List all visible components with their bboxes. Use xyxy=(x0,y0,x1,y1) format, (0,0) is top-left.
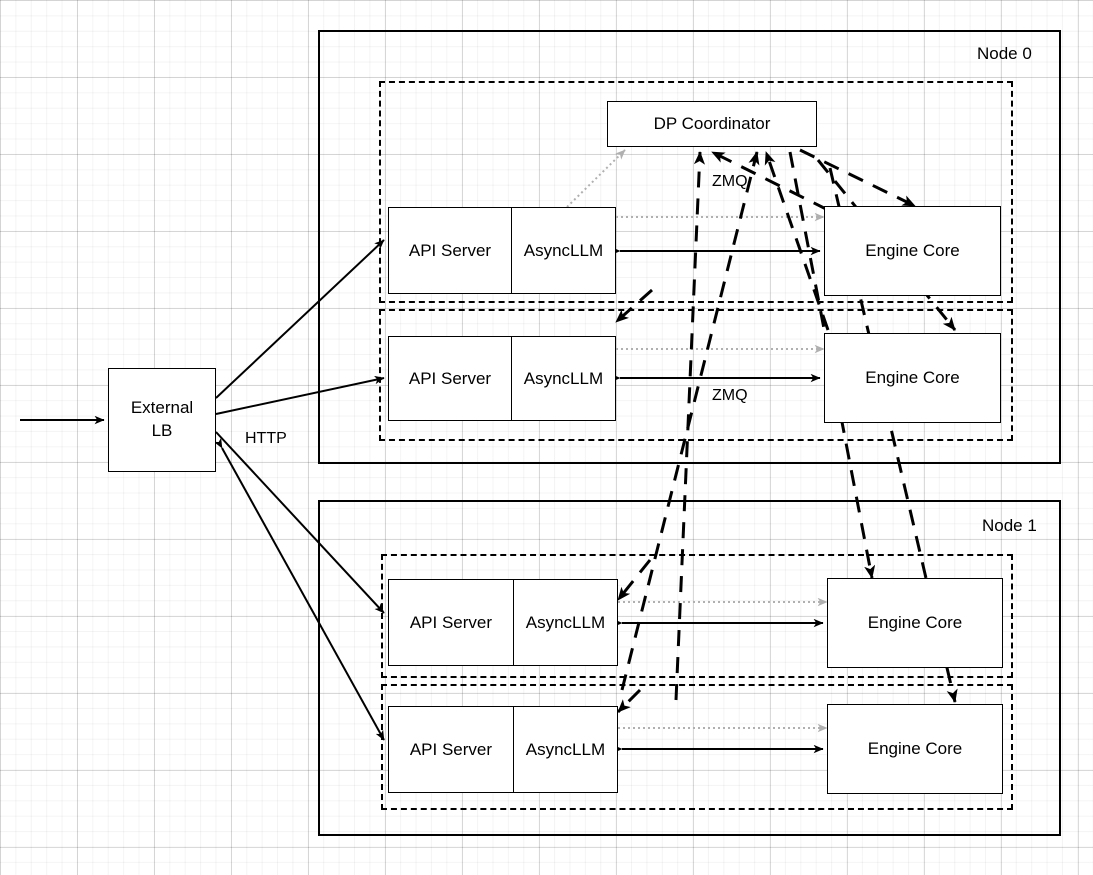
node-0-container xyxy=(318,30,1061,464)
node-1-replica-0-group xyxy=(381,554,1013,678)
engine-core-box-n0r1[interactable]: Engine Core xyxy=(824,333,1001,423)
async-llm-label-n1r0: AsyncLLM xyxy=(525,612,606,632)
api-server-unit-n1r0[interactable]: API Server AsyncLLM xyxy=(388,579,618,666)
node-0-replica-0-group xyxy=(379,81,1013,303)
engine-core-label-n0r1: Engine Core xyxy=(865,368,960,387)
api-server-unit-n0r1[interactable]: API Server AsyncLLM xyxy=(388,336,616,421)
async-llm-label-n1r1: AsyncLLM xyxy=(525,739,606,759)
api-server-label-n1r1: API Server xyxy=(389,707,514,792)
dp-coordinator-box[interactable]: DP Coordinator xyxy=(607,101,817,147)
zmq-label-n0r1: ZMQ xyxy=(712,387,748,404)
zmq-label-coordinator: ZMQ xyxy=(712,173,748,190)
engine-core-label-n1r0: Engine Core xyxy=(867,613,963,632)
api-server-unit-n0r0[interactable]: API Server AsyncLLM xyxy=(388,207,616,294)
api-server-label-n1r0: API Server xyxy=(389,580,514,665)
node-1-replica-1-group xyxy=(381,684,1013,810)
async-llm-label-n0r0: AsyncLLM xyxy=(523,240,604,260)
node-0-replica-1-group xyxy=(379,309,1013,441)
http-label: HTTP xyxy=(245,430,287,447)
external-lb-label-line2: LB xyxy=(151,421,173,440)
external-lb-box[interactable]: External LB xyxy=(108,368,216,472)
api-server-label-n0r1: API Server xyxy=(389,337,512,420)
engine-core-label-n1r1: Engine Core xyxy=(867,739,963,758)
engine-core-box-n1r0[interactable]: Engine Core xyxy=(827,578,1003,668)
async-llm-label-n0r1: AsyncLLM xyxy=(523,368,604,388)
node-0-title: Node 0 xyxy=(977,44,1032,63)
engine-core-label-n0r0: Engine Core xyxy=(865,241,960,260)
dp-coordinator-label: DP Coordinator xyxy=(653,114,771,133)
api-server-unit-n1r1[interactable]: API Server AsyncLLM xyxy=(388,706,618,793)
node-1-title: Node 1 xyxy=(982,516,1037,535)
api-server-label-n0r0: API Server xyxy=(389,208,512,293)
external-lb-label-line1: External xyxy=(130,398,194,418)
engine-core-box-n1r1[interactable]: Engine Core xyxy=(827,704,1003,794)
engine-core-box-n0r0[interactable]: Engine Core xyxy=(824,206,1001,296)
node-1-container xyxy=(318,500,1061,836)
